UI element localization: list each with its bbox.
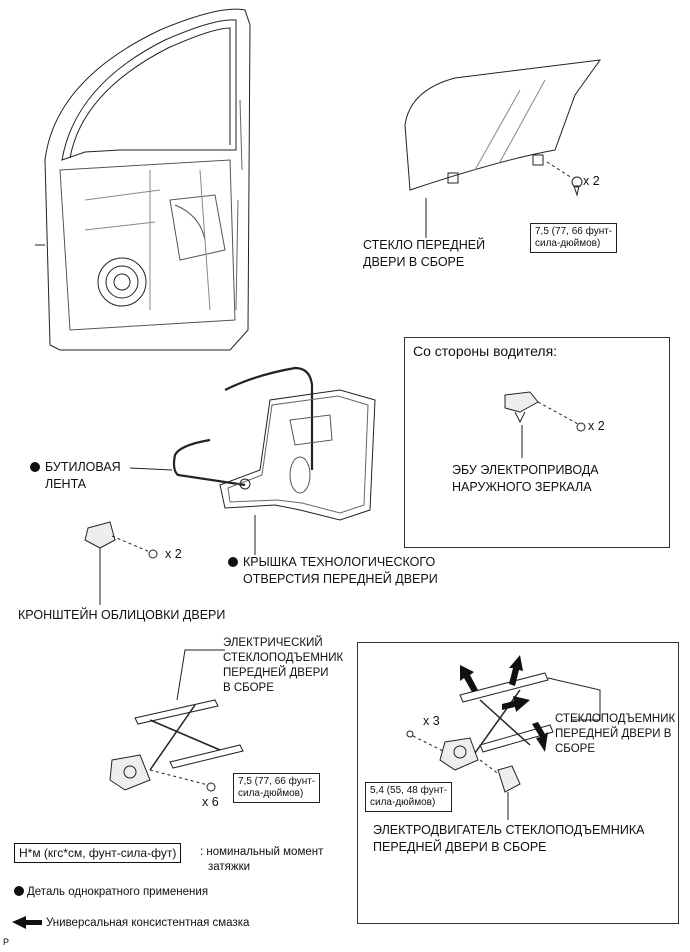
driver-side-heading: Со стороны водителя:: [413, 343, 558, 359]
legend-torque-units: Н*м (кгс*см, фунт-сила-фут): [14, 843, 182, 863]
glass-bolt-qty: x 2: [583, 174, 600, 188]
ecu-bolt-qty: x 2: [588, 419, 605, 433]
power-window-regulator-illustration: [109, 649, 244, 792]
legend-grease: Универсальная консистентная смазка: [46, 917, 250, 929]
service-hole-cover-label: КРЫШКА ТЕХНОЛОГИЧЕСКОГО ОТВЕРСТИЯ ПЕРЕДН…: [228, 554, 438, 588]
door-trim-bracket-illustration: [84, 521, 158, 605]
corner-mark: P: [3, 937, 10, 947]
bracket-bolt-qty: x 2: [165, 547, 182, 561]
grease-arrows: [12, 655, 548, 929]
legend-torque-desc: : номинальный момент затяжки: [200, 846, 324, 873]
butyl-tape-illustration: [172, 366, 314, 487]
single-use-dot-icon: [14, 886, 24, 896]
glass-torque-spec: 7,5 (77, 66 фунт- сила-дюймов): [530, 223, 618, 253]
power-regulator-label: ЭЛЕКТРИЧЕСКИЙ СТЕКЛОПОДЪЕМНИК ПЕРЕДНЕЙ Д…: [223, 637, 344, 694]
driver-side-frame: [404, 337, 670, 548]
window-regulator-illustration: [406, 672, 601, 820]
window-motor-label: ЭЛЕКТРОДВИГАТЕЛЬ СТЕКЛОПОДЪЕМНИКА ПЕРЕДН…: [373, 823, 645, 854]
motor-torque-spec: 5,4 (55, 48 фунт- сила-дюймов): [365, 782, 453, 812]
legend-single-use: Деталь однократного применения: [14, 885, 208, 900]
regulator-frame: [357, 642, 679, 924]
single-use-dot-icon: [228, 557, 238, 567]
door-panel-illustration: [35, 8, 251, 351]
butyl-tape-label: БУТИЛОВАЯ ЛЕНТА: [30, 459, 121, 493]
mirror-ecu-illustration: [504, 391, 586, 458]
door-trim-bracket-label: КРОНШТЕЙН ОБЛИЦОВКИ ДВЕРИ: [18, 608, 226, 622]
service-hole-cover-illustration: [219, 389, 376, 555]
glass-label: СТЕКЛО ПЕРЕДНЕЙ ДВЕРИ В СБОРЕ: [363, 238, 486, 269]
window-regulator-label: СТЕКЛОПОДЪЕМНИК ПЕРЕДНЕЙ ДВЕРИ В СБОРЕ: [555, 713, 676, 755]
regulator-bolt-qty: x 6: [202, 795, 219, 809]
mirror-ecu-label: ЭБУ ЭЛЕКТРОПРИВОДА НАРУЖНОГО ЗЕРКАЛА: [452, 463, 599, 494]
door-glass-illustration: [404, 59, 602, 238]
motor-bolt-qty: x 3: [423, 714, 440, 728]
single-use-dot-icon: [30, 462, 40, 472]
regulator-torque-spec: 7,5 (77, 66 фунт- сила-дюймов): [233, 773, 321, 803]
